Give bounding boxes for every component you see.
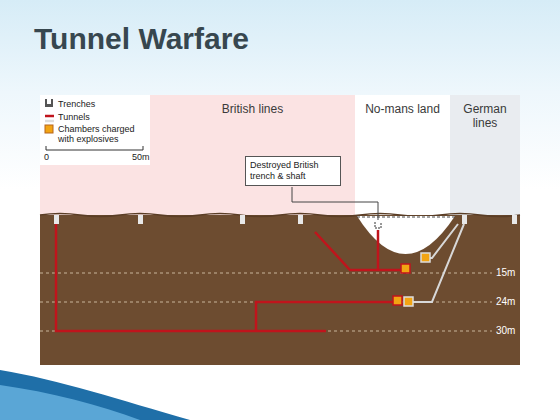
scale-label: 50m xyxy=(132,152,150,162)
region-band: British lines xyxy=(150,95,355,137)
scale-bar xyxy=(46,146,143,150)
slide-swoosh xyxy=(0,370,190,420)
british-tunnels xyxy=(56,224,404,331)
ground xyxy=(40,215,520,365)
depth-label: 24m xyxy=(496,296,515,307)
legend-text: Chambers charged with explosives xyxy=(58,124,135,144)
chamber xyxy=(401,264,410,273)
chamber xyxy=(421,253,430,262)
region-label: British lines xyxy=(222,103,283,117)
british-region xyxy=(40,95,355,217)
text-stack: No-mans land xyxy=(365,103,440,137)
chamber xyxy=(393,296,402,305)
german-tunnels xyxy=(412,224,464,302)
tunnel-sample xyxy=(45,120,54,123)
leader-line xyxy=(292,187,378,220)
legend-text: Tunnels xyxy=(58,112,90,122)
legend-panel xyxy=(40,95,150,165)
depth-label: 15m xyxy=(496,267,515,278)
region-label: No-mans land xyxy=(365,103,440,117)
former-surface xyxy=(357,217,455,218)
callout-text: Destroyed British trench & shaft xyxy=(250,160,336,182)
chamber xyxy=(404,297,413,306)
trenches xyxy=(54,215,517,224)
legend-entry: Chambers charged with explosives xyxy=(58,124,146,145)
callout-box: Destroyed British trench & shaft xyxy=(245,156,341,186)
tunnel-sample xyxy=(45,115,54,118)
slide-swoosh xyxy=(0,385,140,420)
destroyed-trench xyxy=(375,222,381,228)
text-stack: German lines xyxy=(450,103,520,137)
region-band: German lines xyxy=(450,95,520,137)
region-band: No-mans land xyxy=(355,95,450,137)
region-label: German lines xyxy=(450,103,520,131)
scale-label: 0 xyxy=(44,152,49,162)
chamber-sample xyxy=(45,125,53,133)
german-region xyxy=(450,95,520,217)
text-stack: Destroyed British trench & shaft xyxy=(250,160,336,182)
legend-text: Trenches xyxy=(58,99,95,109)
depth-label: 30m xyxy=(496,325,515,336)
no-mans-region xyxy=(355,95,450,217)
trench-sample xyxy=(45,99,53,107)
legend-entry: Tunnels xyxy=(58,112,90,122)
text-stack: British lines xyxy=(222,103,283,137)
slide-title: Tunnel Warfare xyxy=(34,22,249,56)
legend-entry: Trenches xyxy=(58,99,95,109)
